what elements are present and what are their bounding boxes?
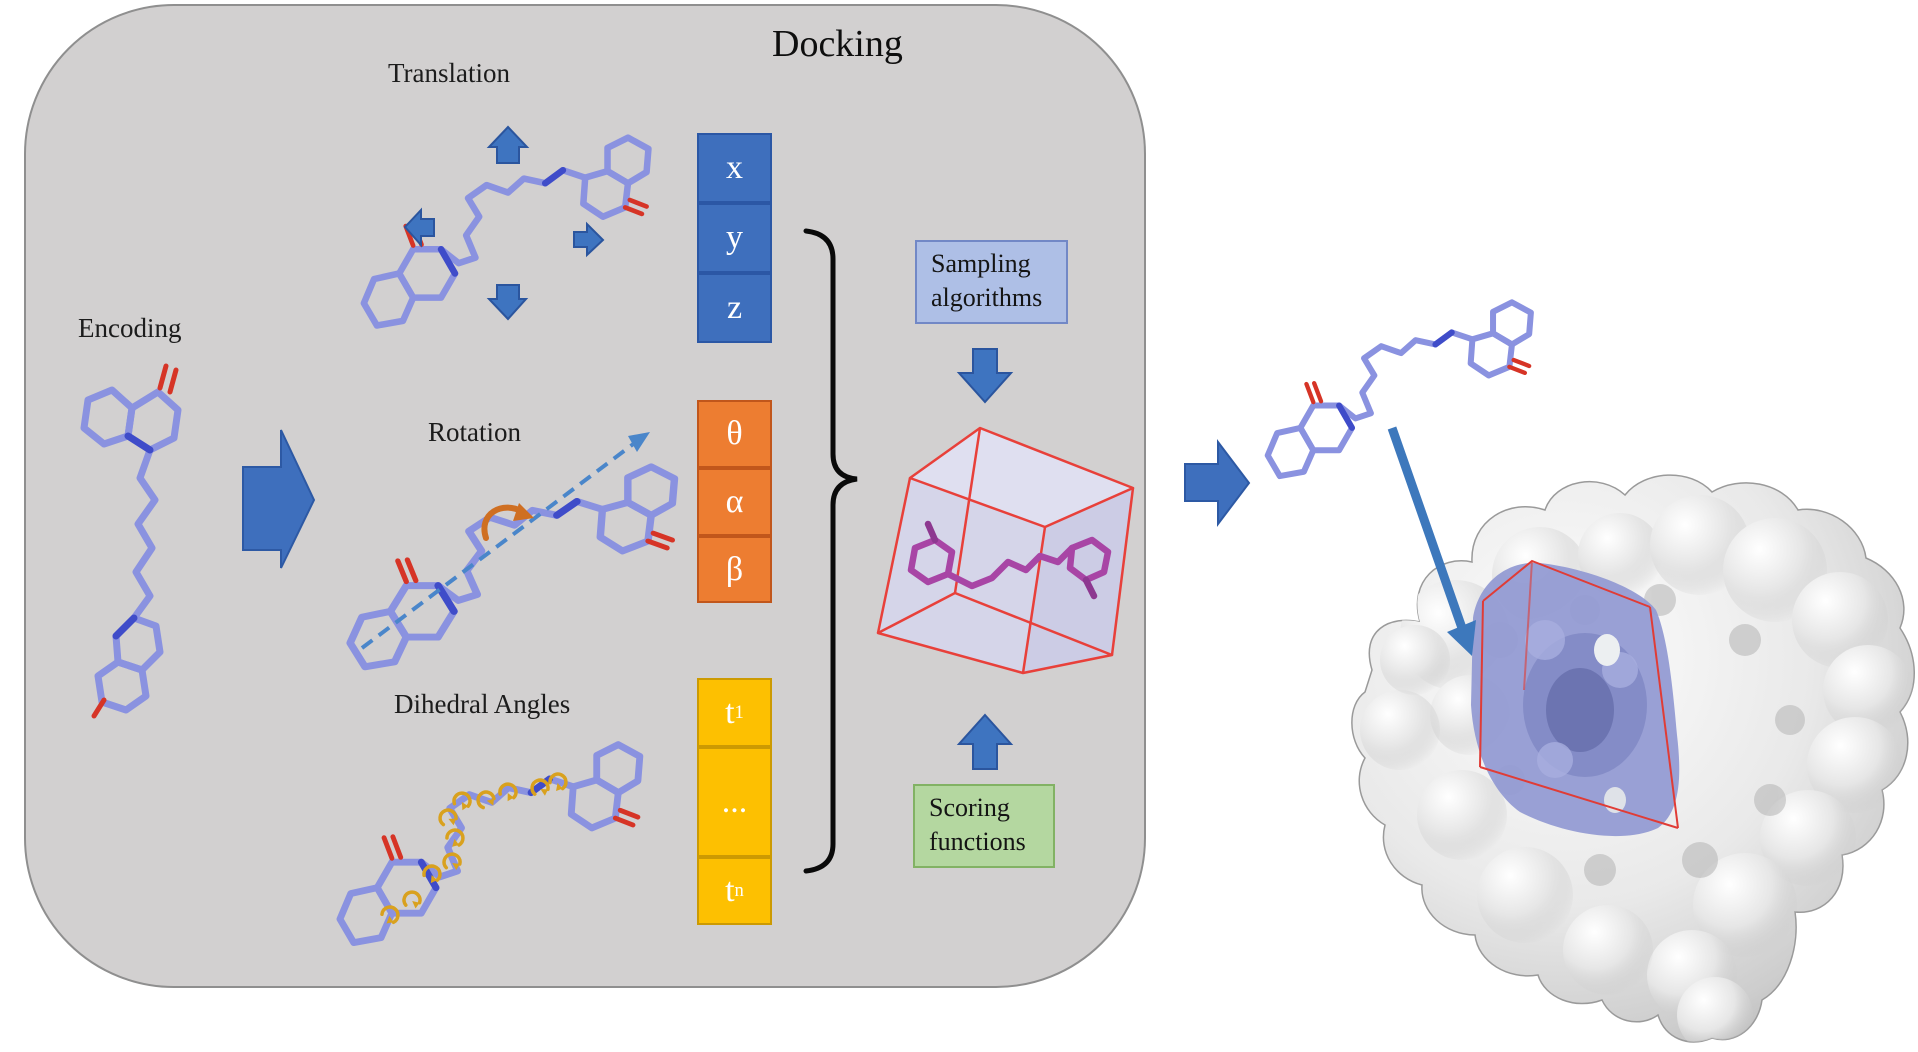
sampling-down-arrow xyxy=(956,348,1014,404)
search-box-cube xyxy=(876,426,1135,675)
left-arrow-icon xyxy=(403,207,435,248)
param-box-x: x xyxy=(697,133,772,203)
pocket-wireframe xyxy=(1479,559,1679,829)
param-box-beta: β xyxy=(697,536,772,603)
encoding-molecule xyxy=(80,363,182,719)
scoring-up-arrow xyxy=(956,713,1014,770)
encoding-label: Encoding xyxy=(78,313,182,343)
docking-pointer-arrow xyxy=(1387,426,1476,656)
up-arrow-icon xyxy=(486,125,530,164)
transfer-arrow xyxy=(1184,439,1251,527)
param-box-alpha: α xyxy=(697,468,772,536)
right-arrow-icon xyxy=(573,221,605,258)
rotation-molecule xyxy=(350,467,674,667)
sampling-algorithms-box: Sampling algorithms xyxy=(915,240,1068,324)
binding-pocket xyxy=(1471,562,1680,837)
brace xyxy=(803,228,858,874)
translation-label: Translation xyxy=(388,58,511,88)
cube-ligand xyxy=(907,520,1112,600)
param-box-theta: θ xyxy=(697,400,772,468)
scoring-functions-box: Scoring functions xyxy=(913,784,1055,868)
protein-surface xyxy=(1351,474,1916,1043)
param-box-z: z xyxy=(697,273,772,343)
dihedral-molecule xyxy=(340,745,640,943)
param-box-y: y xyxy=(697,203,772,273)
down-arrow-icon xyxy=(486,284,529,321)
param-box-dots: ... xyxy=(697,747,772,857)
dihedral-label: Dihedral Angles xyxy=(394,689,571,719)
translation-arrows xyxy=(403,125,605,321)
rotation-label: Rotation xyxy=(428,417,521,447)
docking-title: Docking xyxy=(772,23,903,65)
rotation-axis xyxy=(360,432,650,650)
encode-arrow xyxy=(242,429,316,569)
